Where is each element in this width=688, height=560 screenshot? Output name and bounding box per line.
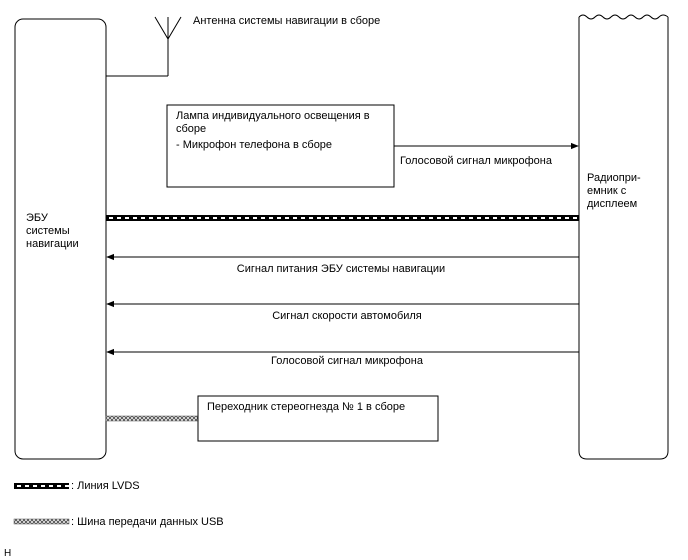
corner-mark: H	[4, 548, 11, 559]
lamp-box-line-1: Лампа индивидуального освещения в	[176, 110, 370, 122]
stereo-jack-adapter-label: Переходник стереогнезда № 1 в сборе	[207, 401, 405, 413]
vehicle-speed-signal-label: Сигнал скорости автомобиля	[272, 310, 422, 322]
legend-lvds: : Линия LVDS	[14, 480, 140, 492]
mic-signal-label-top: Голосовой сигнал микрофона	[400, 155, 553, 167]
ecu-label-line-3: навигации	[26, 238, 79, 250]
radio-receiver-block: Радиопри- емник с дисплеем	[578, 14, 669, 460]
usb-line	[105, 415, 199, 422]
overhead-lamp-microphone-box: Лампа индивидуального освещения в сборе …	[166, 104, 395, 188]
ecu-label-line-1: ЭБУ	[26, 212, 49, 224]
legend-usb-label: : Шина передачи данных USB	[71, 516, 224, 528]
legend-lvds-label: : Линия LVDS	[71, 480, 140, 492]
navigation-ecu-block: ЭБУ системы навигации	[14, 18, 107, 460]
stereo-jack-adapter-box: Переходник стереогнезда № 1 в сборе	[197, 395, 439, 442]
radio-label-line-3: дисплеем	[587, 198, 637, 210]
lamp-box-line-3: - Микрофон телефона в сборе	[176, 139, 332, 151]
radio-label-line-2: емник с	[587, 185, 627, 197]
antenna-label: Антенна системы навигации в сборе	[193, 15, 380, 27]
lamp-box-line-2: сборе	[176, 123, 206, 135]
antenna-symbol	[106, 16, 182, 77]
mic-signal-label-bottom: Голосовой сигнал микрофона	[271, 355, 424, 367]
ecu-power-signal-label: Сигнал питания ЭБУ системы навигации	[237, 263, 445, 275]
ecu-label-line-2: системы	[26, 225, 70, 237]
legend-usb: : Шина передачи данных USB	[13, 516, 224, 528]
radio-label-line-1: Радиопри-	[587, 172, 641, 184]
